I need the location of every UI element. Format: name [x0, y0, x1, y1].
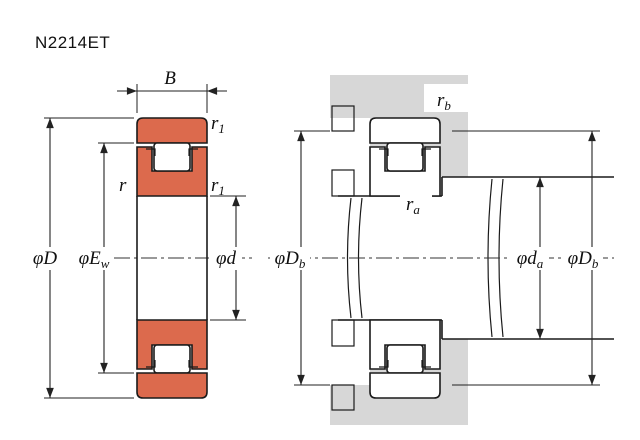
mounted-outer-ring-top: [369, 117, 441, 144]
right-view-mounting-section: rb ra φDb φda φDb: [268, 75, 614, 425]
label-bg-D: [28, 247, 62, 270]
mounted-cage-top-right: [421, 148, 431, 156]
dim-label-rb: rb: [437, 90, 451, 113]
shaft-end-arc-1: [346, 197, 352, 319]
mounted-cage-bottom-left: [379, 360, 389, 368]
mounted-outer-ring-bottom: [369, 372, 441, 399]
label-bg-Db-left: [270, 247, 310, 270]
roller-bottom: [153, 344, 191, 374]
dim-label-outer-diameter: φD: [33, 248, 58, 269]
label-bg-d: [209, 247, 242, 270]
cage-hook-bottom-right: [188, 360, 198, 368]
housing-shoulder-ring-top: [331, 105, 355, 132]
mounted-cage-bottom-right: [421, 360, 431, 368]
ra-label-bg: [400, 193, 432, 215]
dim-label-bore-diameter: φd: [216, 248, 237, 269]
cage-hook-top-right: [188, 148, 198, 156]
mounted-roller-top: [386, 142, 424, 172]
label-bg-Db-right: [564, 247, 603, 270]
dim-label-width-B: B: [164, 68, 176, 89]
dim-label-da: φda: [517, 248, 544, 271]
label-bg-da: [511, 247, 549, 270]
dim-label-Db-left: φDb: [275, 248, 306, 271]
outer-ring-bottom: [136, 372, 208, 399]
outer-ring-top: [136, 117, 208, 144]
label-bg-Ew: [74, 247, 114, 270]
dim-label-raceway-diameter: φEw: [79, 248, 110, 271]
dim-label-r1-mid: r1: [211, 175, 225, 198]
cage-hook-top-left: [146, 148, 156, 156]
roller-top: [153, 142, 191, 172]
left-view-bearing-section: B r1 r r1 φD φEw φd: [28, 68, 252, 399]
page-title-part-number: N2214ET: [35, 33, 110, 52]
dim-label-r-mid: r: [119, 175, 127, 196]
dim-label-r1-top: r1: [211, 113, 225, 136]
mounted-cage-top-left: [379, 148, 389, 156]
dim-label-ra: ra: [406, 194, 420, 217]
cage-hook-bottom-left: [146, 360, 156, 368]
rb-callout-box: [424, 84, 470, 112]
mounted-roller-bottom: [386, 344, 424, 374]
dim-label-Db-right: φDb: [568, 248, 599, 271]
housing-shoulder-ring-bottom: [331, 384, 355, 411]
